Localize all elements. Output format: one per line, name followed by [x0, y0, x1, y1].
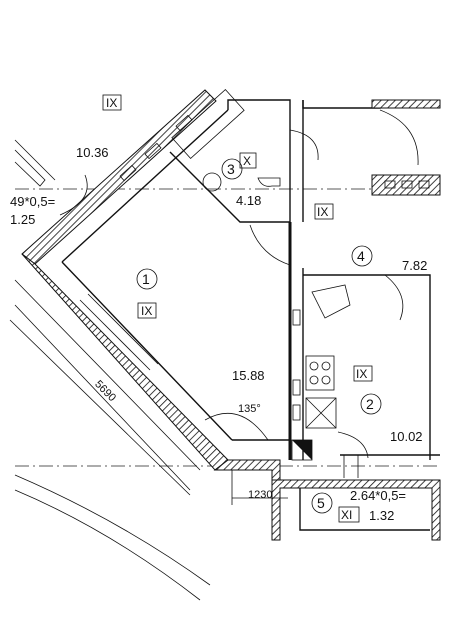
right-balcony-wall: [371, 174, 441, 196]
room-marker-2: [360, 393, 382, 415]
diagonal-wall-lower-inner: [61, 261, 233, 441]
window-line-b: [87, 293, 159, 365]
class-box-top: [102, 94, 122, 111]
room-marker-5: [311, 492, 333, 514]
stove: [305, 355, 335, 391]
room-3-number: 3: [227, 161, 235, 177]
room-4-number: 4: [357, 248, 365, 264]
left-door-arc: [59, 174, 88, 216]
right-window-3: [418, 180, 430, 189]
top-right-hatch: [371, 99, 441, 109]
outer-curve: [14, 474, 211, 586]
hall-door-arc: [249, 224, 291, 266]
window-upper-1: [119, 164, 137, 182]
room2-door-arc: [337, 431, 369, 459]
counter-2: [292, 379, 301, 396]
kitchen-sink-icon: [311, 284, 351, 319]
room-2-class: IX: [356, 367, 367, 381]
room-3-class: X: [243, 154, 251, 168]
bathroom-door-arc: [289, 129, 319, 161]
top-right-wall: [302, 100, 381, 109]
counter-3: [292, 404, 301, 421]
outer-diagonal: [14, 279, 201, 471]
top-area: 10.36: [76, 145, 109, 160]
room-2-area: 10.02: [390, 429, 423, 444]
sink-icon: [202, 172, 222, 192]
room-1-class: IX: [141, 304, 152, 318]
window-line-a: [79, 299, 151, 371]
shaft: [291, 439, 313, 461]
dimension-1230: 1230: [248, 489, 272, 501]
balcony-inner: [299, 488, 430, 531]
room-5-area: 1.32: [369, 508, 394, 523]
room4-door-arc: [384, 274, 404, 321]
diagonal-wall-inner: [61, 109, 229, 263]
dimension-line-5690: [9, 319, 191, 496]
stove-burner-4: [321, 375, 331, 385]
outer-curve-2: [14, 489, 201, 601]
right-window-2: [401, 180, 413, 189]
bathroom-walls: [169, 99, 291, 223]
room-3-area: 4.18: [236, 193, 261, 208]
room-marker-3: [221, 158, 243, 180]
balcony-wall: [271, 479, 441, 541]
angle-arc: [204, 413, 269, 441]
left-balcony-b: [14, 139, 56, 181]
right-window-1: [384, 180, 396, 189]
left-balcony: [14, 149, 46, 187]
toilet-icon: [257, 177, 281, 187]
class-box-5: [338, 506, 360, 523]
bathtub: [171, 88, 245, 160]
room-1-area: 15.88: [232, 368, 265, 383]
window-upper-2: [144, 142, 162, 160]
angle-label: 135°: [238, 403, 261, 415]
entry-door-arc: [379, 109, 419, 166]
fridge-x2: [305, 397, 337, 429]
class-box-1: [137, 302, 157, 319]
room-1-number: 1: [142, 271, 150, 287]
counter-1: [292, 309, 301, 326]
room-marker-4: [351, 245, 373, 267]
stove-burner-2: [321, 361, 331, 371]
class-box-3: [239, 152, 257, 169]
room-5-formula: 2.64*0,5=: [350, 488, 406, 503]
room4-right-wall: [385, 274, 431, 460]
room-5-class: XI: [341, 508, 352, 522]
top-class: IX: [106, 96, 117, 110]
room-5-number: 5: [317, 495, 325, 511]
stove-burner-1: [309, 361, 319, 371]
left-area: 1.25: [10, 212, 35, 227]
class-box-4: [314, 203, 334, 220]
room-marker-1: [136, 268, 158, 290]
left-formula: 49*0,5=: [10, 194, 55, 209]
outer-diagonal-2: [14, 304, 191, 491]
stove-burner-3: [309, 375, 319, 385]
room-2-number: 2: [366, 396, 374, 412]
fridge: [305, 397, 337, 429]
class-box-2: [353, 365, 373, 382]
room-4-area: 7.82: [402, 258, 427, 273]
room-4-class: IX: [317, 205, 328, 219]
shaft-icon: [292, 440, 312, 460]
